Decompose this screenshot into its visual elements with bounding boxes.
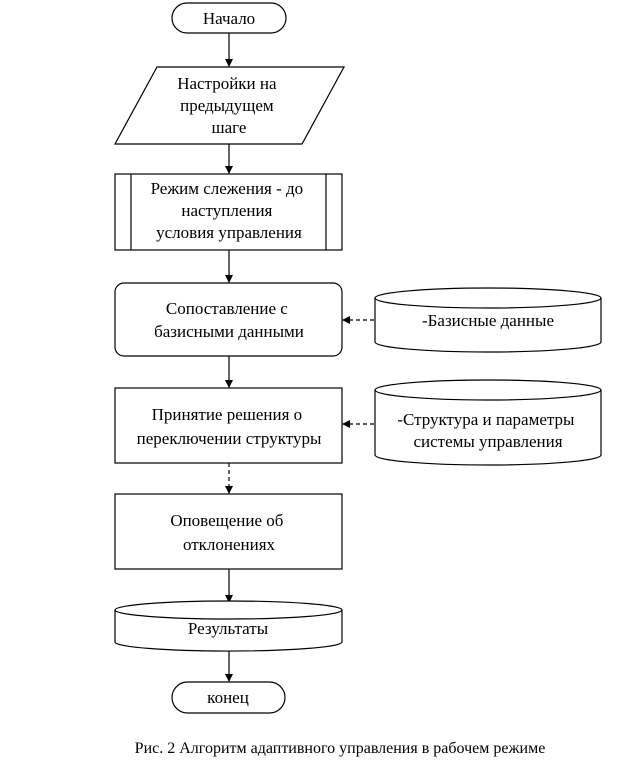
basis-data-storage: -Базисные данные bbox=[374, 287, 602, 353]
tracking-label: Режим слежения - до наступления условия … bbox=[151, 179, 308, 242]
results-label: Результаты bbox=[188, 619, 269, 638]
settings-label: Настройки на предыдущем шаге bbox=[177, 74, 281, 137]
end-label: конец bbox=[207, 688, 249, 707]
results-storage: Результаты bbox=[114, 600, 343, 652]
decision-box: Принятие решения о переключении структур… bbox=[114, 387, 343, 464]
structure-params-storage: -Структура и параметры системы управлени… bbox=[374, 379, 602, 466]
decision-label: Принятие решения о переключении структур… bbox=[137, 405, 322, 448]
compare-label: Сопоставление с базисными данными bbox=[154, 299, 304, 341]
structure-params-label: -Структура и параметры системы управлени… bbox=[397, 410, 578, 451]
basis-data-label: -Базисные данные bbox=[422, 311, 554, 330]
start-terminator: Начало bbox=[171, 2, 287, 34]
tracking-process-box: Режим слежения - до наступления условия … bbox=[114, 173, 343, 251]
settings-input-shape: Настройки на предыдущем шаге bbox=[113, 66, 346, 145]
notify-label: Оповещение об отклонениях bbox=[170, 511, 287, 554]
start-label: Начало bbox=[203, 9, 255, 28]
compare-box: Сопоставление с базисными данными bbox=[114, 282, 343, 357]
notify-box: Оповещение об отклонениях bbox=[114, 493, 343, 570]
end-terminator: конец bbox=[171, 681, 286, 714]
figure-caption: Рис. 2 Алгоритм адаптивного управления в… bbox=[135, 740, 546, 757]
